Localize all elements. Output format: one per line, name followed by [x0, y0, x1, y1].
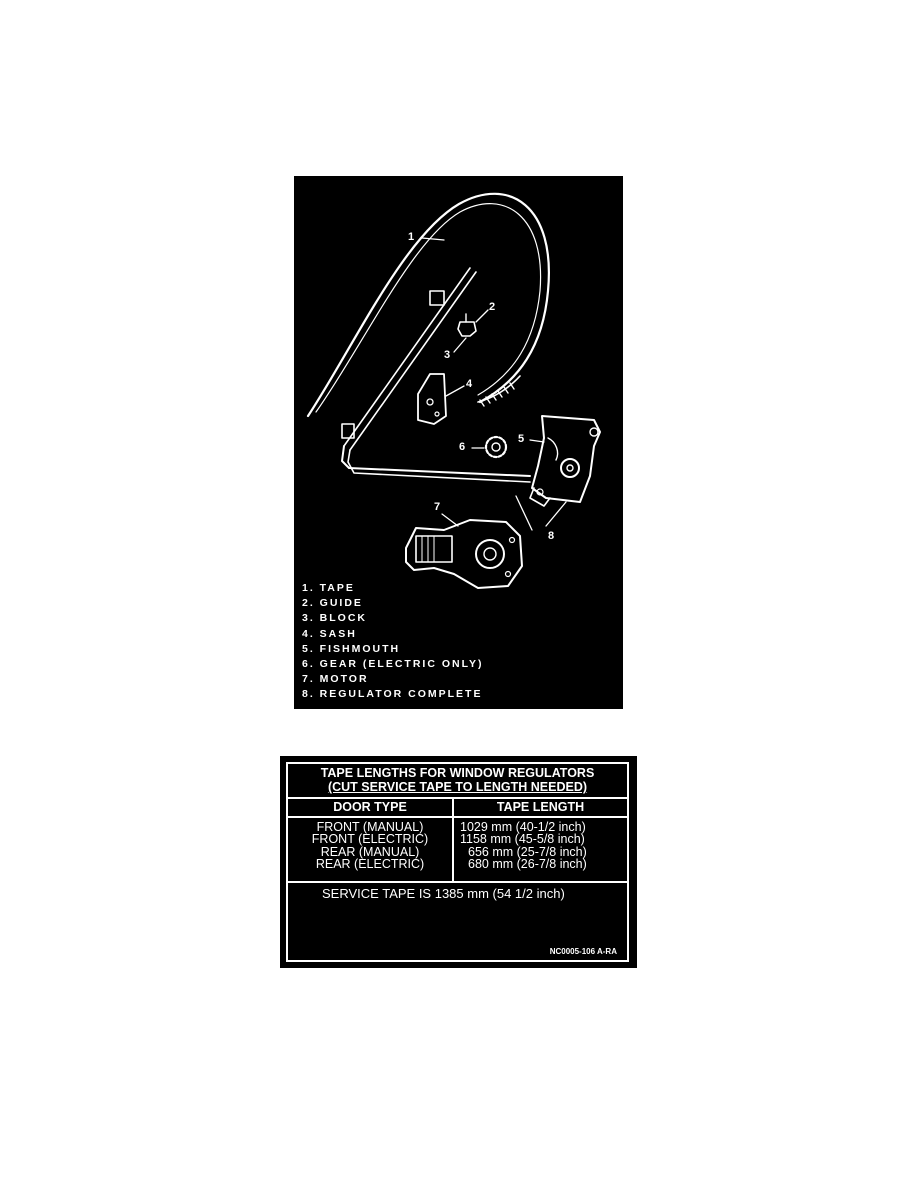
table-cell: FRONT (MANUAL) [316, 820, 424, 834]
callout-7: 7 [434, 501, 441, 513]
motor-part [405, 519, 523, 589]
column-header-tape-length: TAPE LENGTH [496, 800, 585, 814]
table-cell: REAR (MANUAL) [320, 844, 420, 859]
legend-item: 4. SASH [302, 627, 357, 640]
callout-4: 4 [466, 378, 473, 390]
regulator-diagram: 1 2 3 4 6 5 7 8 1. TAPE 2. GUIDE 3. BLOC… [294, 176, 623, 709]
legend-item: 6. GEAR (ELECTRIC ONLY) [302, 657, 484, 670]
table-cell: 1158 mm (45-5/8 inch) [460, 832, 585, 847]
column-header-door-type: DOOR TYPE [333, 800, 407, 814]
legend-item: 8. REGULATOR COMPLETE [302, 688, 483, 701]
guide-block-part [457, 321, 477, 337]
door-type-column: FRONT (MANUAL) FRONT (ELECTRIC) REAR (MA… [288, 821, 452, 871]
parts-legend: 1. TAPE 2. GUIDE 3. BLOCK 4. SASH 5. FIS… [302, 581, 484, 703]
callout-5: 5 [518, 433, 525, 445]
table-title-line2: (CUT SERVICE TAPE TO LENGTH NEEDED) [327, 780, 588, 794]
table-cell: 656 mm (25-7/8 inch) [468, 844, 587, 859]
callout-1: 1 [408, 231, 415, 243]
table-cell: REAR (ELECTRIC) [315, 857, 425, 872]
table-title-line1: TAPE LENGTHS FOR WINDOW REGULATORS [320, 766, 595, 780]
legend-item: 7. MOTOR [302, 673, 369, 686]
tape-length-table: TAPE LENGTHS FOR WINDOW REGULATORS (CUT … [280, 756, 637, 968]
regulator-drawing [306, 192, 601, 589]
divider [288, 816, 627, 818]
tape-outline [306, 192, 550, 418]
tape-inner [315, 203, 542, 413]
legend-item: 1. TAPE [302, 582, 355, 594]
legend-item: 3. BLOCK [302, 612, 368, 625]
callout-3: 3 [444, 349, 451, 361]
tape-length-column: 1029 mm (40-1/2 inch) 1158 mm (45-5/8 in… [460, 821, 628, 871]
fishmouth-housing [531, 415, 601, 503]
legend-item: 5. FISHMOUTH [302, 642, 401, 655]
gear-part [484, 435, 508, 459]
divider [288, 797, 627, 799]
service-tape-note: SERVICE TAPE IS 1385 mm (54 1/2 inch) [322, 886, 565, 901]
legend-item: 2. GUIDE [302, 597, 363, 610]
callout-6: 6 [459, 441, 466, 453]
table-frame: TAPE LENGTHS FOR WINDOW REGULATORS (CUT … [286, 762, 629, 962]
tape-serrated-end [479, 382, 515, 407]
table-cell: FRONT (ELECTRIC) [311, 832, 429, 847]
divider [288, 881, 627, 883]
callout-2: 2 [489, 301, 496, 313]
table-title: TAPE LENGTHS FOR WINDOW REGULATORS (CUT … [288, 766, 627, 794]
table-cell: 1029 mm (40-1/2 inch) [460, 820, 586, 834]
guide-channel [343, 267, 477, 451]
sash-part [417, 373, 447, 425]
column-divider [452, 797, 454, 881]
callout-8: 8 [548, 530, 555, 542]
table-cell: 680 mm (26-7/8 inch) [468, 857, 587, 872]
figure-code: NC0005-106 A-RA [549, 947, 617, 956]
